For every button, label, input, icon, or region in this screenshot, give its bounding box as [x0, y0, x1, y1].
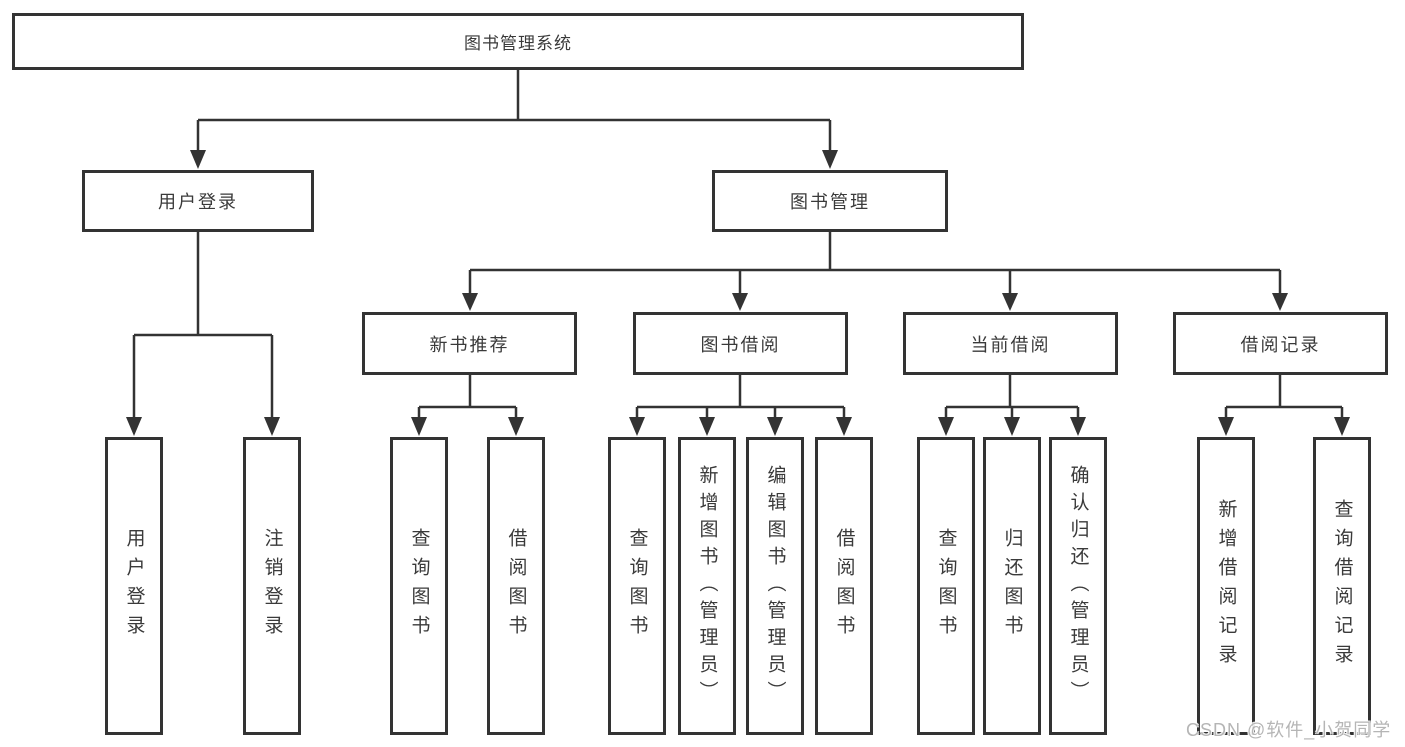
arrow-down-icon — [1070, 417, 1086, 436]
arrow-down-icon — [190, 150, 206, 169]
leaf-add-books-admin: 新增图书（管理员） — [678, 437, 736, 735]
arrow-down-icon — [1218, 417, 1234, 436]
arrow-down-icon — [462, 293, 478, 311]
node-new-book-recommend: 新书推荐 — [362, 312, 577, 375]
leaf-logout: 注销登录 — [243, 437, 301, 735]
leaf-confirm-return-admin: 确认归还（管理员） — [1049, 437, 1107, 735]
arrow-down-icon — [732, 293, 748, 311]
arrow-down-icon — [411, 417, 427, 436]
arrow-down-icon — [1272, 293, 1288, 311]
arrow-heads — [126, 150, 1350, 436]
arrow-down-icon — [767, 417, 783, 436]
arrow-down-icon — [126, 417, 142, 436]
leaf-borrow-books-borrowing: 借阅图书 — [815, 437, 873, 735]
node-book-management-branch: 图书管理 — [712, 170, 948, 232]
arrow-down-icon — [822, 150, 838, 169]
arrow-down-icon — [1004, 417, 1020, 436]
leaf-query-books-recommend: 查询图书 — [390, 437, 448, 735]
node-book-borrowing: 图书借阅 — [633, 312, 848, 375]
csdn-watermark: CSDN @软件_小贺同学 — [1186, 720, 1392, 740]
leaf-borrow-books-recommend: 借阅图书 — [487, 437, 545, 735]
node-library-system-root: 图书管理系统 — [12, 13, 1024, 70]
leaf-query-books-borrowing: 查询图书 — [608, 437, 666, 735]
leaf-query-borrow-record: 查询借阅记录 — [1313, 437, 1371, 735]
arrow-down-icon — [508, 417, 524, 436]
arrow-down-icon — [264, 417, 280, 436]
leaf-return-books: 归还图书 — [983, 437, 1041, 735]
leaf-query-books-current: 查询图书 — [917, 437, 975, 735]
arrow-down-icon — [629, 417, 645, 436]
node-borrowing-records: 借阅记录 — [1173, 312, 1388, 375]
leaf-user-login: 用户登录 — [105, 437, 163, 735]
arrow-down-icon — [836, 417, 852, 436]
leaf-add-borrow-record: 新增借阅记录 — [1197, 437, 1255, 735]
arrow-down-icon — [1002, 293, 1018, 311]
arrow-down-icon — [1334, 417, 1350, 436]
arrow-down-icon — [699, 417, 715, 436]
node-user-login-branch: 用户登录 — [82, 170, 314, 232]
leaf-edit-books-admin: 编辑图书（管理员） — [746, 437, 804, 735]
node-current-borrowing: 当前借阅 — [903, 312, 1118, 375]
arrow-down-icon — [938, 417, 954, 436]
tree-edges — [132, 70, 1344, 420]
